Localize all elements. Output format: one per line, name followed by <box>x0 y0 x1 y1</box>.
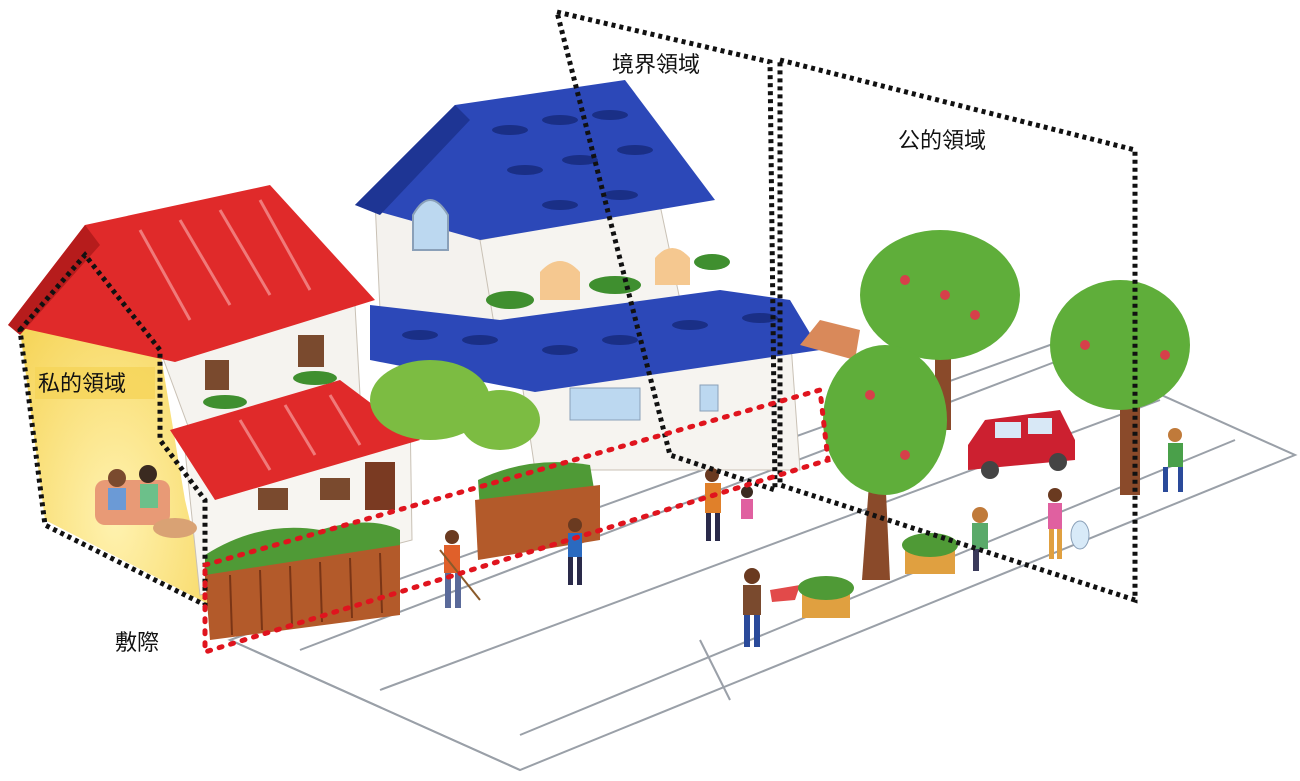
red-house <box>8 185 420 640</box>
boundary-zone-outline <box>553 8 778 494</box>
private-zone-label: 私的領域 <box>38 372 126 397</box>
private-zone-outline <box>17 251 208 610</box>
red-car <box>968 410 1075 479</box>
public-zone-label: 公的領域 <box>898 129 986 154</box>
trees <box>823 230 1190 580</box>
boundary-zone-label: 境界領域 <box>612 53 700 78</box>
lot-edge-label: 敷際 <box>115 631 159 656</box>
people <box>439 428 1183 647</box>
lot-edge-outline <box>202 386 831 656</box>
public-zone-outline <box>777 56 1138 604</box>
